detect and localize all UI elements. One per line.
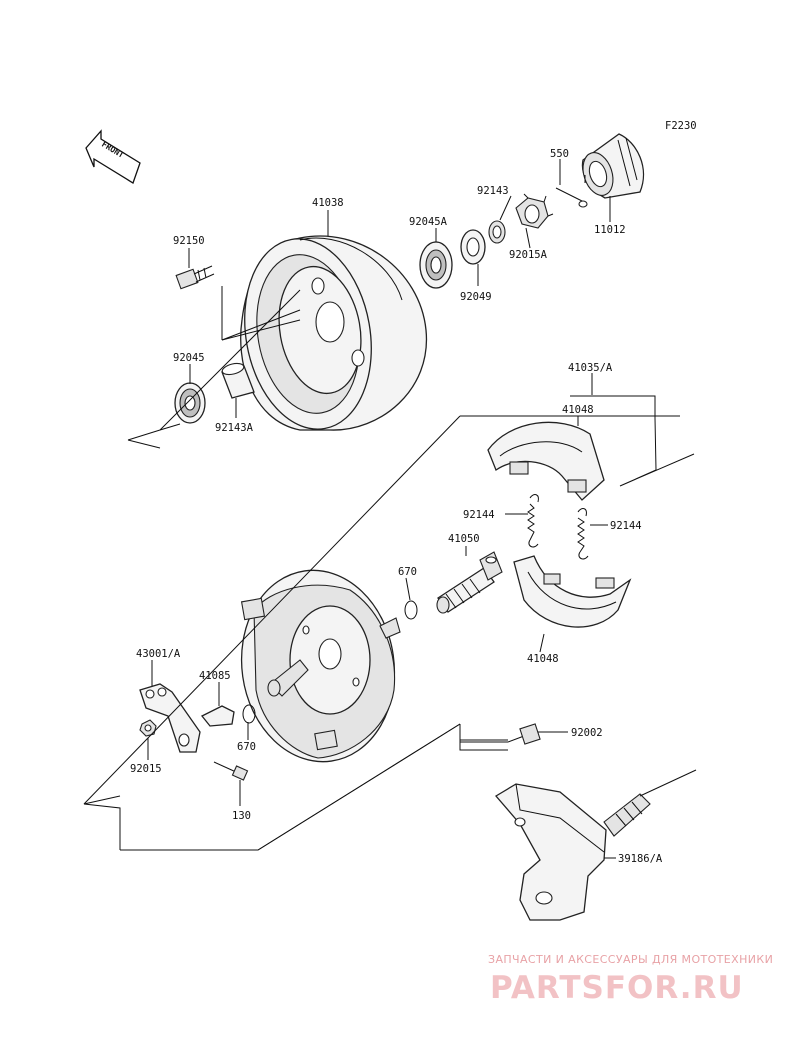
bolt-92150 [175,265,215,290]
watermark-logo: PARTSFOR.RU [490,970,744,1006]
label-39186A: 39186/A [618,853,663,865]
label-92045: 92045 [173,352,205,364]
brake-shoe-41048-bottom [513,555,632,628]
label-92002: 92002 [571,727,603,739]
label-92143: 92143 [477,185,509,197]
castle-nut-92015A [515,193,554,229]
label-43001A: 43001/A [136,648,181,660]
brake-cam-41050 [436,551,503,614]
wheel-hub-41038 [240,235,428,431]
label-92015A: 92015A [509,249,548,261]
part-labels: 550 11012 92143 92015A 92045A 92049 4103… [130,148,663,865]
label-670-a: 670 [398,566,417,578]
label-41035A: 41035/A [568,362,613,374]
collar-92143A [221,362,255,399]
collar-92143 [488,220,506,244]
brake-panel [240,569,401,763]
label-41048-bottom: 41048 [527,653,559,665]
cotter-pin-550 [555,187,588,208]
bolt-92002 [507,723,541,745]
label-41085: 41085 [199,670,231,682]
o-ring-670-a [404,600,418,620]
bolt-130 [213,761,249,781]
label-11012: 11012 [594,224,626,236]
label-92150: 92150 [173,235,205,247]
label-92049: 92049 [460,291,492,303]
label-41038: 41038 [312,197,344,209]
watermark-tagline: ЗАПЧАСТИ И АКСЕССУАРЫ ДЛЯ МОТОТЕХНИКИ [488,953,773,966]
grease-cap-11012 [581,133,645,199]
label-550: 550 [550,148,569,160]
label-92144-right: 92144 [610,520,642,532]
indicator-41085 [200,705,235,727]
seal-92049 [460,229,486,265]
o-ring-670-b [242,704,256,724]
figure-code: F2230 [665,120,697,132]
label-92144-left: 92144 [463,509,495,521]
bearing-92045A [419,241,453,289]
nut-92015 [139,719,157,737]
label-92045A: 92045A [409,216,448,228]
brake-shoe-41048-top [487,421,605,501]
label-92015: 92015 [130,763,162,775]
label-92143A: 92143A [215,422,254,434]
spring-92144-left [527,494,539,548]
leader-lines [83,175,697,851]
front-arrow-icon: FRONT [85,129,141,184]
label-130: 130 [232,810,251,822]
label-41050: 41050 [448,533,480,545]
bracket-39186A [495,783,651,921]
spring-92144-right [577,508,589,560]
label-leaders [147,159,616,859]
label-670-b: 670 [237,741,256,753]
brake-arm-43001A [139,683,201,753]
label-41048-top: 41048 [562,404,594,416]
